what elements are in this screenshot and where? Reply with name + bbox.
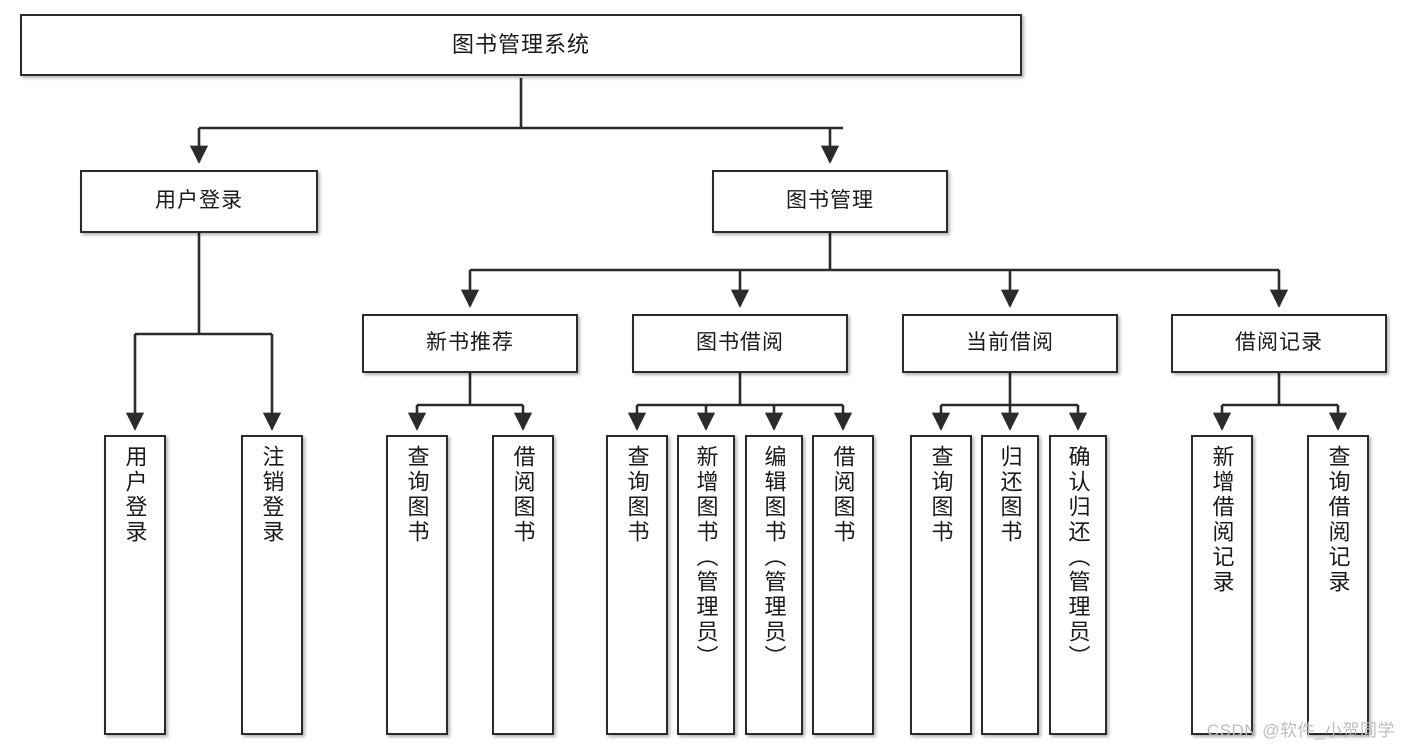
leaf-current-borrow-query-book[interactable]: 查询图书 bbox=[910, 435, 972, 735]
leaf-borrow-record-query-record[interactable]: 查询借阅记录 bbox=[1307, 435, 1369, 735]
node-label: 图书借阅 bbox=[696, 331, 784, 355]
leaf-borrow-record-add-record[interactable]: 新增借阅记录 bbox=[1191, 435, 1253, 735]
node-label: 查询借阅记录 bbox=[1325, 445, 1351, 595]
node-root-book-management-system[interactable]: 图书管理系统 bbox=[20, 14, 1022, 76]
node-label: 查询图书 bbox=[624, 445, 650, 545]
node-label: 查询图书 bbox=[404, 445, 430, 545]
leaf-user-login-login[interactable]: 用户登录 bbox=[104, 435, 166, 735]
leaf-book-borrow-borrow-book[interactable]: 借阅图书 bbox=[812, 435, 874, 735]
node-new-book-recommend[interactable]: 新书推荐 bbox=[362, 314, 578, 373]
node-label: 借阅图书 bbox=[510, 445, 536, 545]
node-borrow-record[interactable]: 借阅记录 bbox=[1171, 314, 1387, 373]
node-label: 用户登录 bbox=[122, 445, 148, 545]
node-label: 查询图书 bbox=[928, 445, 954, 545]
node-label: 图书管理 bbox=[786, 189, 874, 213]
node-label: 当前借阅 bbox=[966, 331, 1054, 355]
leaf-book-borrow-edit-book-admin[interactable]: 编辑图书（管理员） bbox=[745, 435, 803, 735]
leaf-current-borrow-return-book[interactable]: 归还图书 bbox=[981, 435, 1039, 735]
node-label: 图书管理系统 bbox=[451, 32, 590, 58]
node-label: 新增借阅记录 bbox=[1209, 445, 1235, 595]
leaf-new-book-query-book[interactable]: 查询图书 bbox=[386, 435, 448, 735]
leaf-new-book-borrow-book[interactable]: 借阅图书 bbox=[492, 435, 554, 735]
node-current-borrow[interactable]: 当前借阅 bbox=[902, 314, 1118, 373]
node-label: 编辑图书（管理员） bbox=[761, 445, 787, 670]
leaf-user-login-logout[interactable]: 注销登录 bbox=[241, 435, 303, 735]
node-label: 归还图书 bbox=[997, 445, 1023, 545]
leaf-book-borrow-query-book[interactable]: 查询图书 bbox=[606, 435, 668, 735]
node-user-login[interactable]: 用户登录 bbox=[80, 170, 318, 233]
node-label: 借阅图书 bbox=[830, 445, 856, 545]
node-label: 用户登录 bbox=[155, 189, 243, 213]
node-label: 注销登录 bbox=[259, 445, 285, 545]
node-label: 借阅记录 bbox=[1235, 331, 1323, 355]
node-label: 确认归还（管理员） bbox=[1065, 445, 1091, 670]
node-label: 新增图书（管理员） bbox=[693, 445, 719, 670]
node-label: 新书推荐 bbox=[426, 331, 514, 355]
node-book-borrow[interactable]: 图书借阅 bbox=[632, 314, 848, 373]
node-book-management[interactable]: 图书管理 bbox=[712, 170, 948, 233]
leaf-book-borrow-add-book-admin[interactable]: 新增图书（管理员） bbox=[677, 435, 735, 735]
leaf-current-borrow-confirm-return-admin[interactable]: 确认归还（管理员） bbox=[1049, 435, 1107, 735]
watermark-text: CSDN @软件_小贺同学 bbox=[1206, 721, 1395, 740]
